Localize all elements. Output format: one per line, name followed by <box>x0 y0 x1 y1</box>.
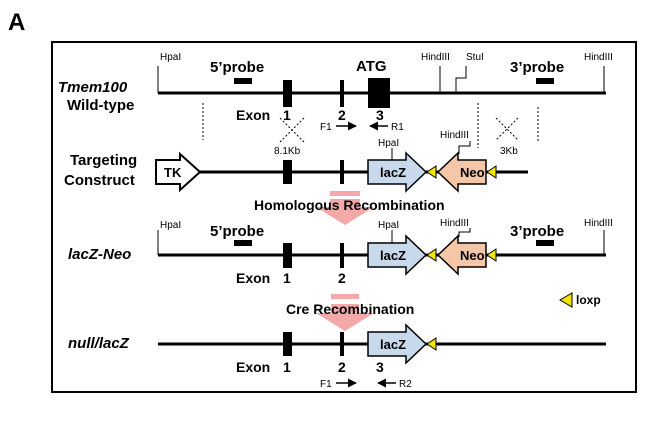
wildtype-probe3-bar <box>536 78 554 84</box>
tk-label: TK <box>164 165 182 180</box>
laczneo-probe5-label: 5’probe <box>210 223 264 240</box>
laczneo-probe5-bar <box>234 240 252 246</box>
laczneo-neo-cassette <box>436 234 487 276</box>
wildtype-exon2-num: 2 <box>338 107 346 123</box>
nulllacz-lacz-label: lacZ <box>380 337 406 352</box>
laczneo-name: lacZ-Neo <box>68 246 131 263</box>
laczneo-lacz-cassette <box>367 234 428 276</box>
nulllacz-exon1 <box>283 332 292 356</box>
primer-r2-label: R2 <box>399 379 412 390</box>
wildtype-exon2 <box>340 80 344 107</box>
wildtype-hindiii-label-2: HindIII <box>584 52 613 63</box>
distance-right-label: 3Kb <box>500 146 518 157</box>
laczneo-loxp-2 <box>486 248 497 262</box>
wildtype-exon3 <box>368 78 390 108</box>
wildtype-exon1-num: 1 <box>283 107 291 123</box>
homologous-recombination-label: Homologous Recombination <box>254 197 445 213</box>
nulllacz-name: null/lacZ <box>68 335 130 352</box>
targeting-neo-cassette <box>436 151 487 193</box>
nulllacz-exon1-num: 1 <box>283 359 291 375</box>
wildtype-sub: Wild-type <box>67 97 134 114</box>
targeting-lacz-cassette <box>367 151 428 193</box>
nulllacz-loxp <box>426 337 437 351</box>
laczneo-probe3-bar <box>536 240 554 246</box>
laczneo-hindiii-leader <box>458 228 471 237</box>
targeting-loxp-1 <box>426 165 437 179</box>
nulllacz-exon3-num: 3 <box>376 359 384 375</box>
nulllacz-exon2 <box>340 332 344 356</box>
cre-recombination-label: Cre Recombination <box>286 301 414 317</box>
legend-loxp-icon <box>559 292 573 308</box>
targeting-exon1 <box>283 160 292 184</box>
diagram-frame <box>51 41 637 393</box>
crossover-right-icon <box>495 117 519 141</box>
laczneo-lacz-label: lacZ <box>380 248 406 263</box>
laczneo-probe3-label: 3’probe <box>510 223 564 240</box>
nulllacz-lacz-cassette <box>367 323 428 365</box>
targeting-loxp-2 <box>486 165 497 179</box>
primer-f1-label-top: F1 <box>320 122 332 133</box>
wildtype-name: Tmem100 <box>58 79 128 96</box>
laczneo-hpai-label: HpaI <box>160 220 181 231</box>
wildtype-stui-label: StuI <box>466 52 484 63</box>
laczneo-exon2-num: 2 <box>338 270 346 286</box>
wildtype-exon3-num: 3 <box>376 107 384 123</box>
laczneo-exon1-num: 1 <box>283 270 291 286</box>
wildtype-probe5-bar <box>234 78 252 84</box>
wildtype-hindiii-label-1: HindIII <box>421 52 450 63</box>
cre-recombination-arrow <box>316 294 374 331</box>
panel-label: A <box>8 9 25 36</box>
laczneo-hindiii-label-2: HindIII <box>584 218 613 229</box>
targeting-line1: Targeting <box>70 152 137 169</box>
tk-cassette <box>155 151 202 193</box>
laczneo-exon2 <box>340 243 344 268</box>
wildtype-atg-label: ATG <box>356 58 387 75</box>
targeting-hindiii-leader <box>458 141 471 154</box>
primer-f1-label-bottom: F1 <box>320 379 332 390</box>
nulllacz-exon2-num: 2 <box>338 359 346 375</box>
laczneo-loxp-1 <box>426 248 437 262</box>
targeting-hindiii-label: HindIII <box>440 130 469 141</box>
crossover-left-icon <box>279 117 305 143</box>
wildtype-probe5-label: 5’probe <box>210 59 264 76</box>
laczneo-hpai-label-2: HpaI <box>378 220 399 231</box>
laczneo-exon1 <box>283 243 292 268</box>
laczneo-exon-label: Exon <box>236 270 270 286</box>
wildtype-hpai-label: HpaI <box>160 52 181 63</box>
targeting-neo-label: Neo <box>460 165 485 180</box>
nulllacz-exon-label: Exon <box>236 359 270 375</box>
laczneo-neo-label: Neo <box>460 248 485 263</box>
distance-left-label: 8.1Kb <box>274 146 301 157</box>
homologous-recombination-arrow <box>316 191 374 225</box>
targeting-exon2 <box>340 160 344 184</box>
wildtype-stui-leader <box>455 66 467 93</box>
targeting-lacz-label: lacZ <box>380 165 406 180</box>
wildtype-exon1 <box>283 80 292 107</box>
targeting-line2: Construct <box>64 172 135 189</box>
wildtype-probe3-label: 3’probe <box>510 59 564 76</box>
primer-r1-label: R1 <box>391 122 404 133</box>
legend-loxp-label: loxp <box>576 293 601 307</box>
laczneo-hindiii-label-1: HindIII <box>440 218 469 229</box>
targeting-hpai-label: HpaI <box>378 138 399 149</box>
wildtype-exon-label: Exon <box>236 107 270 123</box>
